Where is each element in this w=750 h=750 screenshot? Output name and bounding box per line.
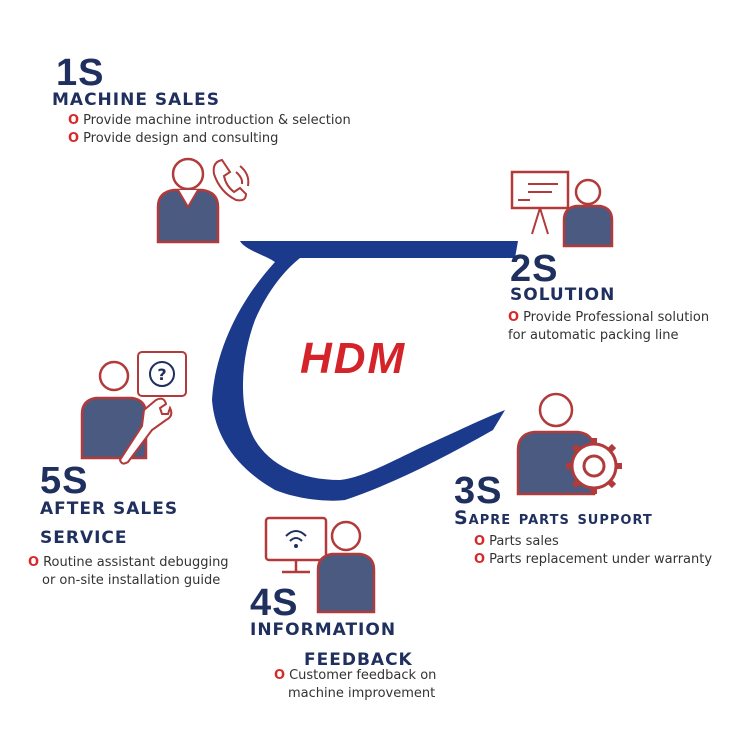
presenter-board-icon [510, 170, 614, 248]
salesperson-phone-icon [156, 157, 250, 244]
service-1-title: MACHINE SALES [52, 90, 220, 110]
service-4-bullet-cont: machine improvement [288, 686, 436, 701]
service-5-number: 5S [40, 460, 89, 502]
service-5-title-line1: AFTER SALES [40, 499, 179, 519]
bullet-marker: O [474, 534, 486, 549]
bullet-marker: O [68, 131, 80, 146]
service-2-number: 2S [510, 248, 559, 290]
service-2-bullet-cont: for automatic packing line [508, 328, 679, 343]
service-5-bullet-cont: or on-site installation guide [42, 573, 221, 588]
person-wifi-monitor-icon [264, 516, 376, 614]
technician-gear-icon [516, 392, 622, 496]
service-1-number: 1S [56, 52, 105, 94]
bullet-marker: O [68, 113, 80, 128]
service-3-number: 3S [454, 470, 503, 512]
bullet-marker: O [28, 555, 40, 570]
service-4-title-line2: FEEDBACK [304, 650, 413, 670]
service-2-title: SOLUTION [510, 285, 616, 305]
bullet-marker: O [474, 552, 486, 567]
service-3-title: Sapre parts support [454, 507, 653, 529]
svg-text:?: ? [157, 365, 166, 384]
service-5-title-line2: SERVICE [40, 528, 128, 548]
bullet-marker: O [508, 310, 520, 325]
service-4-number: 4S [250, 582, 299, 624]
service-4-title-line1: INFORMATION [250, 620, 397, 640]
bullet-marker: O [274, 668, 286, 683]
hdm-logo: HDM [300, 334, 407, 383]
mechanic-wrench-question-icon: ? [80, 351, 187, 465]
